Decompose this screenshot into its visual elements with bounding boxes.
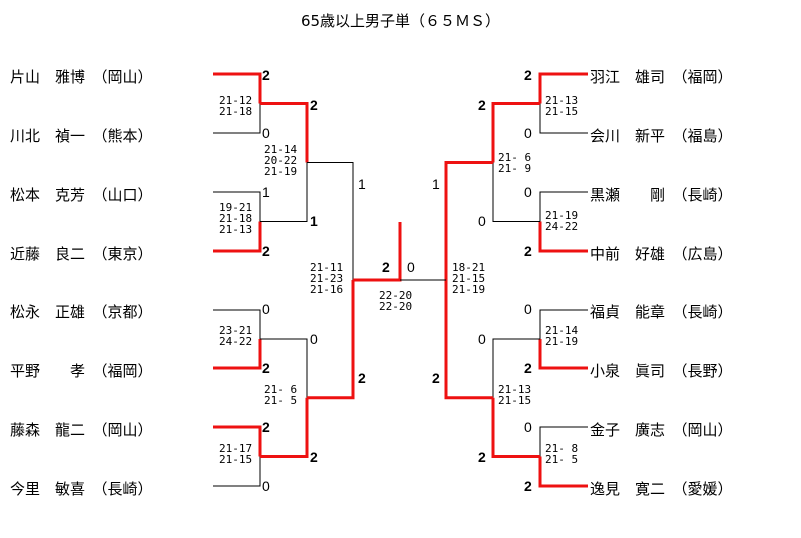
score-left-r1-2: 0 xyxy=(262,125,270,141)
player-left-8: 今里 敏喜 （長崎） xyxy=(10,480,153,498)
bracket-line-left-r2-3 xyxy=(260,338,308,398)
player-right-4: 中前 好雄 （広島） xyxy=(590,245,733,263)
bracket-line-left-sf-2 xyxy=(307,280,355,400)
bracket-line-left-r1-5 xyxy=(213,309,261,339)
bracket-line-right-r2-1 xyxy=(491,102,540,163)
score-final-right: 0 xyxy=(407,259,415,275)
score-right-r1-3: 0 xyxy=(524,184,532,200)
set-scores-right-m2: 21-19 24-22 xyxy=(545,209,579,233)
score-right-r2-2: 0 xyxy=(478,213,486,229)
player-right-3: 黒瀬 剛 （長崎） xyxy=(590,186,733,204)
bracket-line-right-r1-4 xyxy=(538,221,588,253)
set-scores-left-m3: 23-21 24-22 xyxy=(219,324,253,348)
player-right-1: 羽江 雄司 （福岡） xyxy=(590,68,733,86)
player-right-2: 会川 新平 （福島） xyxy=(590,127,733,145)
score-right-r1-2: 0 xyxy=(524,125,532,141)
player-left-2: 川北 禎一 （熊本） xyxy=(10,127,153,145)
score-right-r2-4: 2 xyxy=(478,449,486,465)
bracket-line-right-r2-3 xyxy=(492,338,540,398)
score-left-r2-1: 2 xyxy=(310,97,318,113)
bracket-line-left-r1-8 xyxy=(213,456,261,487)
bracket-line-left-r2-4 xyxy=(260,397,309,458)
bracket-line-right-sf-2 xyxy=(444,280,493,400)
set-scores-left-q2: 21- 6 21- 5 xyxy=(264,383,298,407)
player-right-6: 小泉 眞司 （長野） xyxy=(590,362,733,380)
bracket-line-right-r1-7 xyxy=(539,426,588,457)
player-left-3: 松本 克芳 （山口） xyxy=(10,186,153,204)
score-left-r1-3: 1 xyxy=(262,184,270,200)
bracket-line-left-r1-4 xyxy=(213,221,262,253)
set-scores-final: 22-20 22-20 xyxy=(379,289,413,313)
bracket-line-right-r1-8 xyxy=(538,456,588,488)
set-scores-left-m1: 21-12 21-18 xyxy=(219,94,253,118)
set-scores-right-q1: 21- 6 21- 9 xyxy=(498,151,532,175)
score-final-left: 2 xyxy=(382,259,390,275)
score-left-r2-2: 1 xyxy=(310,213,318,229)
set-scores-left-q1: 21-14 20-22 21-19 xyxy=(264,143,298,178)
bracket-line-left-r1-2 xyxy=(213,103,261,134)
bracket-line-right-r1-5 xyxy=(539,309,588,339)
score-left-r2-4: 2 xyxy=(310,449,318,465)
score-right-r1-4: 2 xyxy=(524,243,532,259)
score-right-r1-8: 2 xyxy=(524,478,532,494)
score-right-r1-5: 0 xyxy=(524,301,532,317)
player-left-7: 藤森 龍二 （岡山） xyxy=(10,421,153,439)
player-right-8: 逸見 寛二 （愛媛） xyxy=(590,480,733,498)
bracket-line-right-r2-4 xyxy=(491,397,540,458)
score-right-r1-6: 2 xyxy=(524,360,532,376)
set-scores-right-semi: 18-21 21-15 21-19 xyxy=(452,261,486,296)
player-left-6: 平野 孝 （福岡） xyxy=(10,362,153,380)
bracket-line-right-r2-2 xyxy=(492,162,540,222)
bracket-line-left-r2-2 xyxy=(260,162,308,222)
score-right-r2-3: 0 xyxy=(478,331,486,347)
bracket-line-right-r1-3 xyxy=(539,191,588,222)
score-right-sf-2: 2 xyxy=(432,370,440,386)
set-scores-left-m2: 19-21 21-18 21-13 xyxy=(219,201,253,236)
score-left-r1-5: 0 xyxy=(262,301,270,317)
set-scores-right-m4: 21- 8 21- 5 xyxy=(545,442,579,466)
bracket-line-left-r2-1 xyxy=(260,102,309,163)
score-left-r1-7: 2 xyxy=(262,419,270,435)
player-right-5: 福貞 能章 （長崎） xyxy=(590,303,733,321)
bracket-line-left-sf-1 xyxy=(307,162,354,280)
page-title: 65歳以上男子単（６５ＭＳ） xyxy=(300,12,501,30)
bracket-line-left-r1-6 xyxy=(213,339,262,370)
set-scores-right-q2: 21-13 21-15 xyxy=(498,383,532,407)
player-right-7: 金子 廣志 （岡山） xyxy=(590,421,733,439)
player-left-4: 近藤 良二 （東京） xyxy=(10,245,153,263)
score-left-sf-2: 2 xyxy=(358,370,366,386)
score-left-r1-4: 2 xyxy=(262,243,270,259)
score-right-sf-1: 1 xyxy=(432,176,440,192)
set-scores-right-m3: 21-14 21-19 xyxy=(545,324,579,348)
score-left-sf-1: 1 xyxy=(358,176,366,192)
score-right-r1-1: 2 xyxy=(524,67,532,83)
score-left-r1-1: 2 xyxy=(262,67,270,83)
bracket-line-left-r1-3 xyxy=(213,191,261,222)
bracket-line-left-r1-7 xyxy=(213,425,262,457)
bracket-line-final-left xyxy=(353,222,402,282)
score-left-r1-8: 0 xyxy=(262,478,270,494)
player-left-1: 片山 雅博 （岡山） xyxy=(10,68,153,86)
player-left-5: 松永 正雄 （京都） xyxy=(10,303,153,321)
bracket-line-right-sf-1 xyxy=(444,161,493,280)
bracket-line-right-r1-1 xyxy=(538,72,588,104)
set-scores-left-m4: 21-17 21-15 xyxy=(219,442,253,466)
bracket-line-left-r1-1 xyxy=(213,72,262,104)
score-right-r1-7: 0 xyxy=(524,419,532,435)
score-left-r2-3: 0 xyxy=(310,331,318,347)
set-scores-left-semi: 21-11 21-23 21-16 xyxy=(310,261,344,296)
score-left-r1-6: 2 xyxy=(262,360,270,376)
score-right-r2-1: 2 xyxy=(478,97,486,113)
bracket-line-right-r1-6 xyxy=(538,339,588,370)
set-scores-right-m1: 21-13 21-15 xyxy=(545,94,579,118)
bracket-line-right-r1-2 xyxy=(539,103,588,134)
